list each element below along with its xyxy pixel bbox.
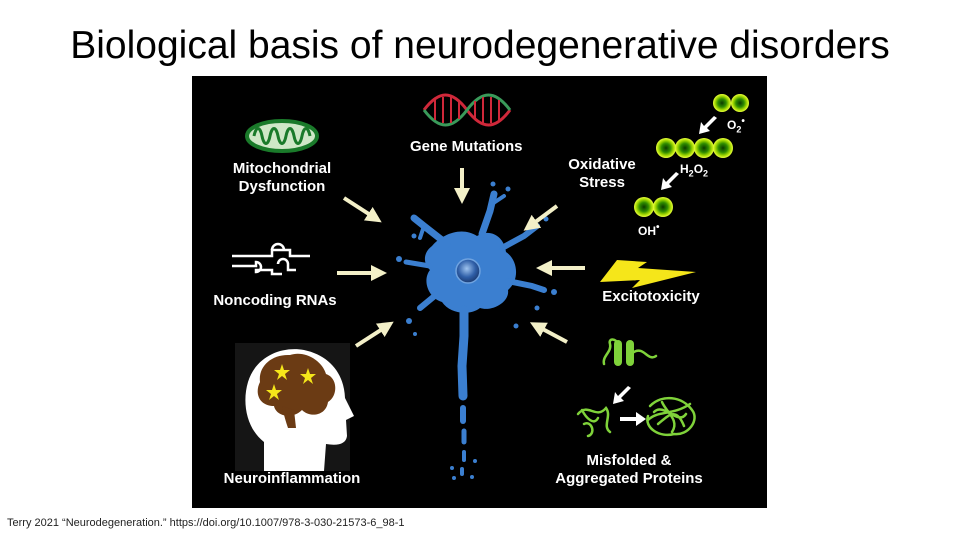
- chem-o2-radical: •: [741, 116, 745, 127]
- label-mitochondrial-dysfunction: Mitochondrial Dysfunction: [222, 160, 342, 196]
- label-oxidative-stress: Oxidative Stress: [562, 156, 642, 192]
- neuron-nucleus: [455, 258, 481, 284]
- protein-aggregation-icon: [576, 338, 696, 438]
- label-misfolded-proteins: Misfolded & Aggregated Proteins: [544, 452, 714, 488]
- label-misfolded-line2: Aggregated Proteins: [555, 470, 703, 487]
- arrow-neuroinflammation: [354, 321, 394, 348]
- neurodegeneration-figure: Gene Mutations Mitochondrial Dysfunction…: [192, 76, 767, 508]
- label-gene-mutations: Gene Mutations: [410, 138, 523, 155]
- chem-o-text: O: [727, 118, 737, 132]
- label-mitochondrial-line2: Dysfunction: [238, 178, 326, 195]
- arrow-oxidative: [523, 204, 559, 231]
- neuron-icon: [396, 181, 557, 480]
- chem-h-text: H: [680, 162, 689, 176]
- label-noncoding-rnas: Noncoding RNAs: [213, 292, 337, 309]
- reactive-oxygen-molecules-icon: [634, 94, 749, 217]
- chem-o-text-2: O: [693, 162, 704, 176]
- arrow-misfolded: [529, 322, 568, 344]
- lightning-bolt-icon: [600, 260, 696, 288]
- label-hydroxyl-radical: OH•: [638, 222, 660, 238]
- label-oxidative-line2: Stress: [579, 174, 625, 191]
- chem-o2-subscript-2: 2: [703, 168, 709, 179]
- figure-graphics: [232, 93, 749, 480]
- label-hydrogen-peroxide: H2O2: [680, 162, 708, 178]
- arrow-mitochondrial: [342, 196, 382, 223]
- chem-oh-radical: •: [656, 222, 660, 233]
- brain-head-icon: [235, 343, 354, 471]
- label-superoxide: O2•: [727, 116, 745, 134]
- label-oxidative-line1: Oxidative: [568, 156, 636, 173]
- chem-h2-subscript: 2: [688, 168, 694, 179]
- dna-helix-icon: [422, 93, 512, 127]
- arrows: [337, 168, 585, 348]
- noncoding-rna-icon: [232, 242, 310, 276]
- chem-o2-subscript: 2: [736, 124, 742, 135]
- label-misfolded-line1: Misfolded &: [586, 452, 672, 469]
- chem-oh-text: OH: [638, 224, 656, 238]
- label-mitochondrial-line1: Mitochondrial: [232, 160, 332, 177]
- mitochondrion-icon: [245, 119, 319, 153]
- citation: Terry 2021 “Neurodegeneration.” https://…: [7, 517, 405, 529]
- slide-title: Biological basis of neurodegenerative di…: [70, 24, 890, 67]
- label-neuroinflammation: Neuroinflammation: [223, 470, 361, 487]
- label-excitotoxicity: Excitotoxicity: [602, 288, 700, 305]
